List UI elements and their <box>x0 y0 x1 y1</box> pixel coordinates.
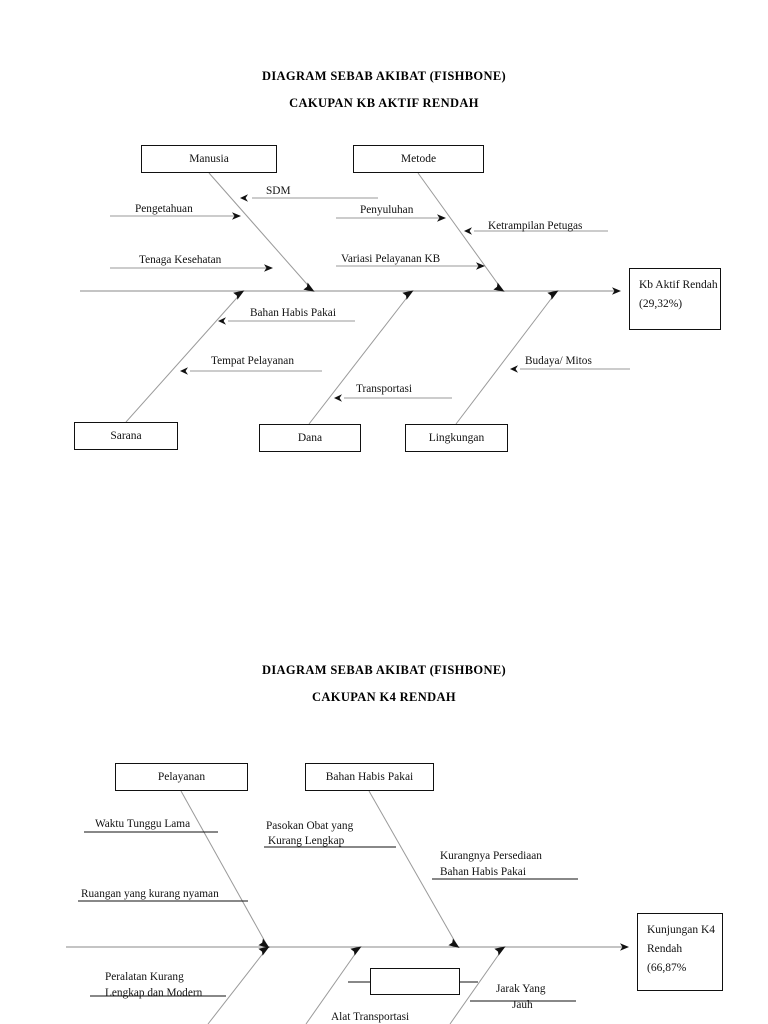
diagram-2-title-line-2: CAKUPAN K4 RENDAH <box>312 690 456 705</box>
category-box-bahan-habis-pakai-label: Bahan Habis Pakai <box>325 771 414 783</box>
effect-box-kb-aktif-rendah[interactable]: Kb Aktif Rendah (29,32%) <box>629 268 721 330</box>
cause-label-ketrampilan-petugas: Ketrampilan Petugas <box>488 220 583 232</box>
cause-label-bahan-habis-pakai: Bahan Habis Pakai <box>250 307 336 319</box>
diagram-1-title-line-2: CAKUPAN KB AKTIF RENDAH <box>289 96 479 111</box>
cause-label-pengetahuan: Pengetahuan <box>135 203 193 215</box>
diagram-1-title-line-1: DIAGRAM SEBAB AKIBAT (FISHBONE) <box>261 69 507 83</box>
effect-box-k4-line-1: Kunjungan K4 <box>647 924 716 936</box>
diagram-1-titles: DIAGRAM SEBAB AKIBAT (FISHBONE) CAKUPAN … <box>0 69 768 111</box>
d1-ribs <box>125 172 559 425</box>
cause-label-pasokan-obat-yang: Pasokan Obat yang <box>266 820 354 832</box>
effect-box-k4-line-3: (66,87% <box>647 961 687 974</box>
category-box-manusia[interactable]: Manusia <box>141 145 277 173</box>
cause-label-kurang-lengkap: Kurang Lengkap <box>268 835 345 847</box>
cause-label-budaya-mitos: Budaya/ Mitos <box>525 355 592 367</box>
category-box-lingkungan-label: Lingkungan <box>428 432 485 444</box>
cause-label-lengkap-dan-modern: Lengkap dan Modern <box>105 987 203 999</box>
cause-label-kurangnya-persediaan: Kurangnya Persediaan <box>440 850 542 862</box>
category-box-lingkungan[interactable]: Lingkungan <box>405 424 508 452</box>
diagram-2-title-line-1: DIAGRAM SEBAB AKIBAT (FISHBONE) <box>261 663 507 677</box>
fishbone-diagram-kb-aktif: DIAGRAM SEBAB AKIBAT (FISHBONE) CAKUPAN … <box>0 69 768 452</box>
effect-box-k4-line-2: Rendah <box>647 942 683 955</box>
blank-category-box[interactable] <box>370 968 460 995</box>
cause-label-penyuluhan: Penyuluhan <box>360 204 414 216</box>
category-box-pelayanan[interactable]: Pelayanan <box>115 763 248 791</box>
diagram-2-titles: DIAGRAM SEBAB AKIBAT (FISHBONE) CAKUPAN … <box>0 663 768 705</box>
category-box-pelayanan-label: Pelayanan <box>157 771 206 783</box>
category-box-metode-label: Metode <box>400 153 437 165</box>
category-box-sarana[interactable]: Sarana <box>74 422 178 450</box>
category-box-metode[interactable]: Metode <box>353 145 484 173</box>
category-box-sarana-label: Sarana <box>110 430 142 442</box>
cause-label-bahan-habis-pakai-2: Bahan Habis Pakai <box>440 866 526 878</box>
category-box-manusia-label: Manusia <box>189 153 229 165</box>
category-box-bahan-habis-pakai[interactable]: Bahan Habis Pakai <box>305 763 434 791</box>
effect-box-kunjungan-k4-rendah[interactable]: Kunjungan K4 Rendah (66,87% <box>637 913 723 991</box>
fishbone-diagram-k4: DIAGRAM SEBAB AKIBAT (FISHBONE) CAKUPAN … <box>0 612 768 1024</box>
cause-label-jauh: Jauh <box>512 999 533 1011</box>
d1-cause-bones <box>110 194 630 402</box>
cause-label-sdm: SDM <box>266 185 291 197</box>
cause-label-ruangan-kurang-nyaman: Ruangan yang kurang nyaman <box>81 888 219 900</box>
category-box-dana[interactable]: Dana <box>259 424 361 452</box>
cause-label-transportasi: Transportasi <box>356 383 413 395</box>
d2-spine <box>66 943 629 951</box>
d2-ribs <box>180 790 506 1024</box>
cause-label-peralatan-kurang: Peralatan Kurang <box>105 971 184 983</box>
effect-box-line-2: (29,32%) <box>639 297 683 310</box>
d1-spine <box>80 287 621 295</box>
cause-label-jarak-yang: Jarak Yang <box>496 983 546 995</box>
cause-label-tempat-pelayanan: Tempat Pelayanan <box>211 355 294 367</box>
cause-label-variasi-pelayanan-kb: Variasi Pelayanan KB <box>341 253 441 265</box>
category-box-dana-label: Dana <box>297 432 323 444</box>
cause-label-tenaga-kesehatan: Tenaga Kesehatan <box>139 254 222 266</box>
effect-box-line-1: Kb Aktif Rendah <box>639 279 718 291</box>
cause-label-alat-transportasi: Alat Transportasi <box>331 1011 410 1023</box>
cause-label-waktu-tunggu-lama: Waktu Tunggu Lama <box>95 818 191 830</box>
